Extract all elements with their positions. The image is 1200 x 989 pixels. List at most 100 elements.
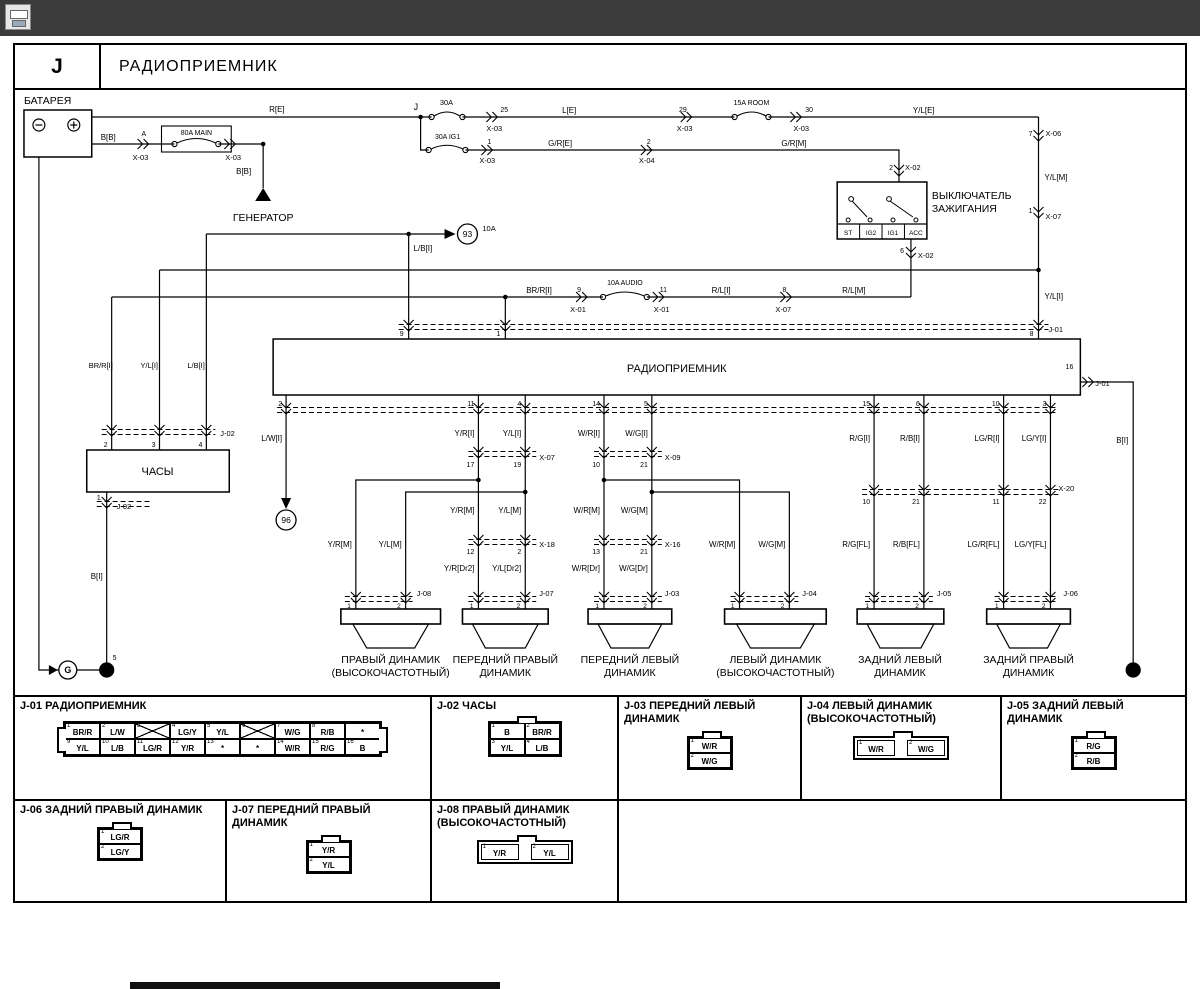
diagram-label: 29 xyxy=(679,107,687,114)
diagram-label: W/R[I] xyxy=(578,429,600,438)
diagram-label: R/L[M] xyxy=(842,286,865,295)
diagram-label: 4 xyxy=(198,442,202,449)
diagram-label: 19 xyxy=(514,462,522,469)
speaker-symbol xyxy=(471,623,540,649)
generator-arrow xyxy=(255,188,272,201)
diagram-label: LG/R[I] xyxy=(974,434,999,443)
fuse-symbols xyxy=(160,111,772,301)
panel-header: J-05 ЗАДНИЙ ЛЕВЫЙ ДИНАМИК xyxy=(1007,700,1124,726)
circled-ref xyxy=(1125,662,1141,678)
diagram-label: 21 xyxy=(912,499,920,506)
diagram-label: J-02 xyxy=(220,429,235,438)
diagram-label: ПЕРЕДНИЙ ПРАВЫЙ xyxy=(453,653,558,666)
battery-box xyxy=(23,109,93,158)
diagram-label: 17 xyxy=(467,462,475,469)
diagram-label: ГЕНЕРАТОР xyxy=(233,213,294,224)
circled-ref xyxy=(99,662,115,678)
radio-box xyxy=(272,338,1082,396)
diagram-label: R/G[I] xyxy=(849,434,870,443)
diagram-label: R/G[FL] xyxy=(842,540,870,549)
diagram-label: 2 xyxy=(915,603,919,610)
diagram-label: 30 xyxy=(805,107,813,114)
diagram-label: L[E] xyxy=(562,106,576,115)
diagram-label: J-08 xyxy=(417,589,432,598)
diagram-label: X-03 xyxy=(479,156,495,165)
pin-cell: 3 xyxy=(135,723,170,740)
diagram-label: 1 xyxy=(470,603,474,610)
diagram-label: BR/R[I] xyxy=(89,361,113,370)
wires xyxy=(38,116,1134,671)
diagram-label: 2 xyxy=(397,603,401,610)
diagram-label: 2 xyxy=(1042,603,1046,610)
diagram-label: IG2 xyxy=(866,230,877,237)
diagram-label: X-06 xyxy=(1045,129,1061,138)
diagram-label: Y/L[M] xyxy=(498,506,521,515)
diagram-label: X-07 xyxy=(539,453,555,462)
diagram-label: 1 xyxy=(1029,208,1033,215)
circled-ref-label: 93 xyxy=(463,229,473,239)
speaker-symbol xyxy=(995,623,1062,649)
diagram-label: 3 xyxy=(1043,401,1047,408)
diagram-label: БАТАРЕЯ xyxy=(24,96,71,107)
diagram-label: Y/L[M] xyxy=(1044,173,1067,182)
diagram-label: R/B[I] xyxy=(900,434,920,443)
diagram-label: X-03 xyxy=(677,124,693,133)
diagram-label: 2 xyxy=(643,603,647,610)
diagram-label: 1 xyxy=(496,331,500,338)
diagram-label: Y/L[E] xyxy=(913,106,935,115)
diagram-label: X-02 xyxy=(918,251,934,260)
speaker-connector xyxy=(985,608,1072,625)
diagram-label: 2 xyxy=(104,442,108,449)
speaker-connector xyxy=(856,608,945,625)
speaker-symbol xyxy=(597,623,663,649)
circled-ref xyxy=(275,509,297,531)
diagram-label: B[B] xyxy=(101,133,116,142)
diagram-label: L/W[I] xyxy=(261,434,282,443)
junction-dots xyxy=(260,114,1041,495)
diagram-label: X-20 xyxy=(1058,484,1074,493)
pinout-empty-cell xyxy=(619,801,1185,901)
diagram-label: ДИНАМИК xyxy=(480,668,532,679)
diagram-label: W/G[M] xyxy=(758,540,785,549)
circled-ref-label: 8 xyxy=(104,665,109,675)
diagram-label: 15 xyxy=(862,401,870,408)
diagram-label: W/G[M] xyxy=(621,506,648,515)
pin-cell: * xyxy=(240,739,275,756)
diagram-label: J-02 xyxy=(117,502,132,511)
diagram-label: 15A ROOM xyxy=(734,100,770,107)
diagram-label: Y/R[M] xyxy=(450,506,474,515)
diagram-label: X-02 xyxy=(905,163,921,172)
diagram-label: X-07 xyxy=(775,305,791,314)
diagram-label: 16 xyxy=(1066,364,1074,371)
pin-cell: * xyxy=(345,723,380,740)
diagram-label: Y/L[I] xyxy=(141,361,158,370)
panel-header: J-03 ПЕРЕДНИЙ ЛЕВЫЙ ДИНАМИК xyxy=(624,700,756,726)
speaker-symbol xyxy=(735,623,816,649)
diagram-label: 2 xyxy=(781,603,785,610)
diagram-label: 21 xyxy=(640,462,648,469)
circled-ref xyxy=(58,660,78,680)
diagram-label: J-01 xyxy=(1048,325,1063,334)
diagram-label: W/R[M] xyxy=(573,506,600,515)
pin-cell: 6 xyxy=(240,723,275,740)
diagram-label: ДИНАМИК xyxy=(874,668,926,679)
diagram-label: 1 xyxy=(347,603,351,610)
printer-icon[interactable] xyxy=(5,4,31,30)
